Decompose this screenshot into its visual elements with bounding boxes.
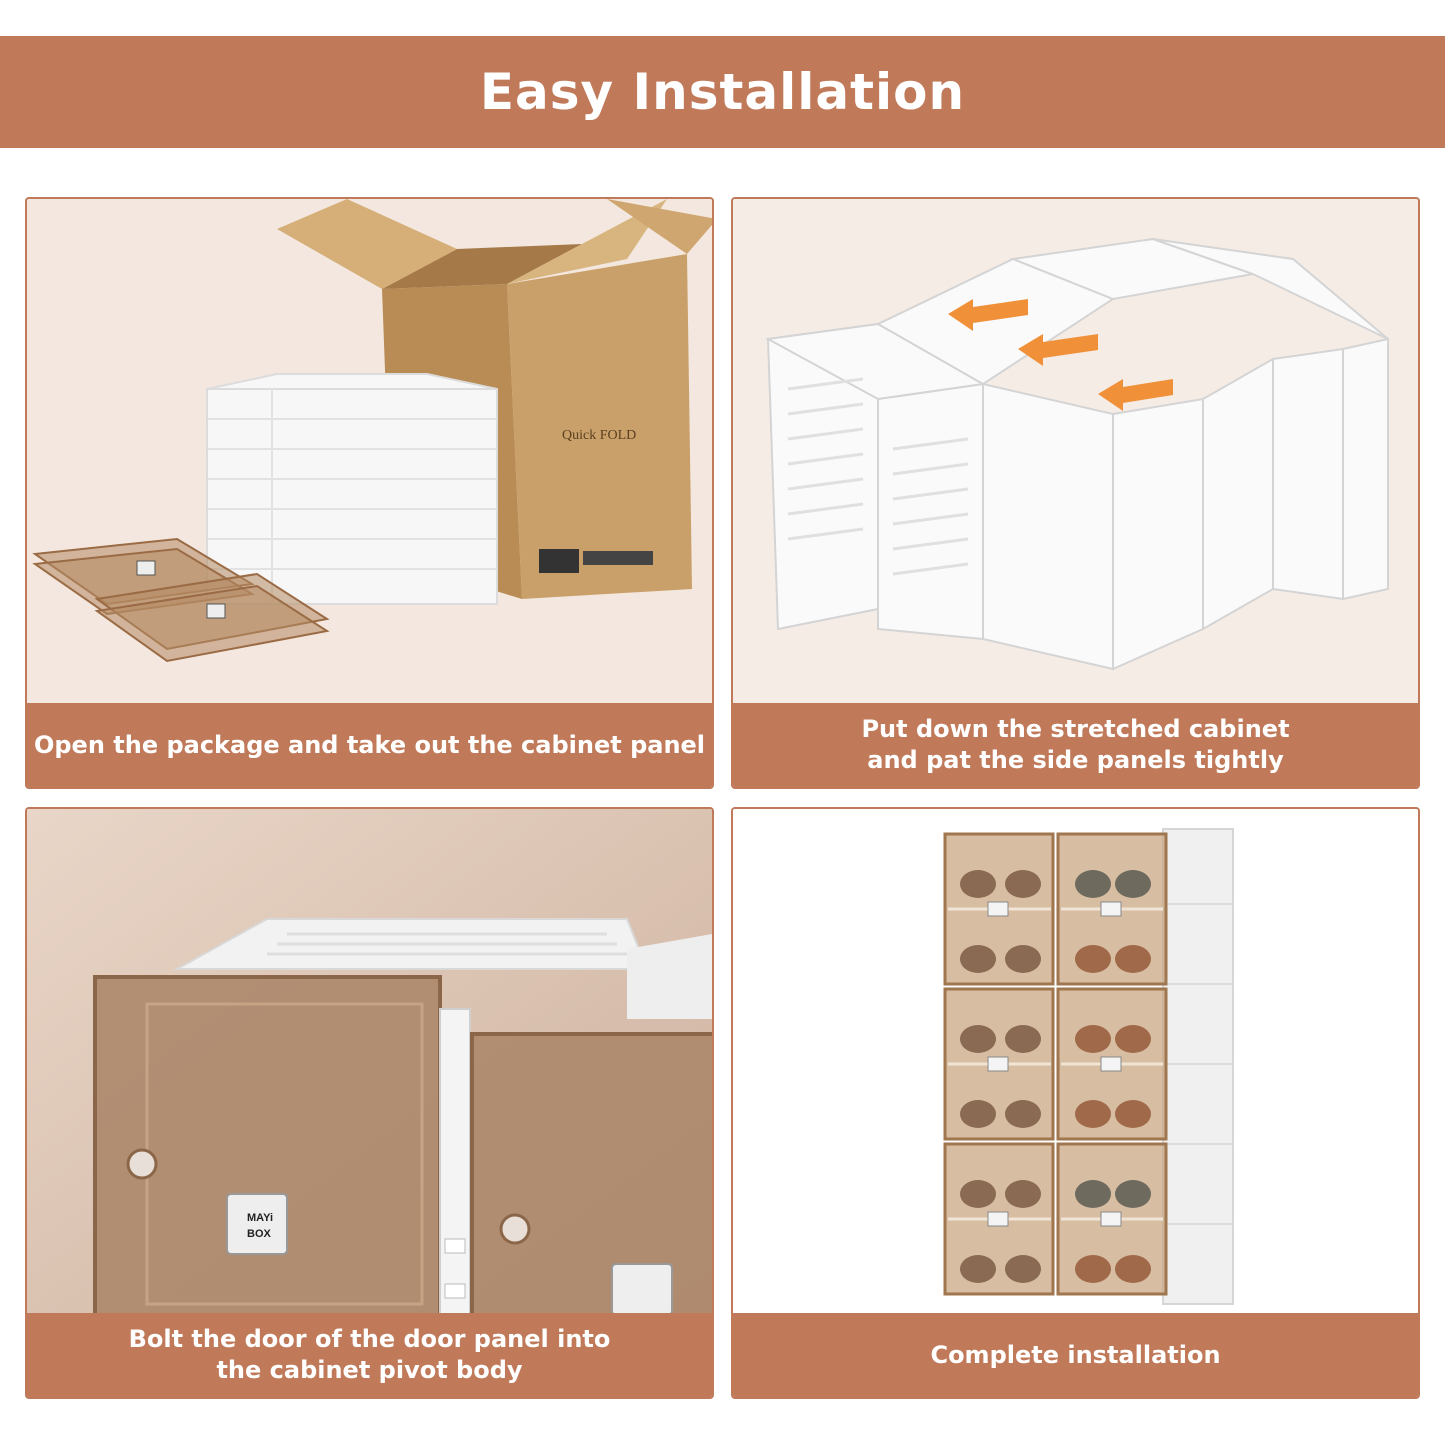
step-caption: Complete installation bbox=[733, 1313, 1418, 1397]
finished-cabinet-image bbox=[733, 809, 1418, 1315]
arrow-icon bbox=[948, 299, 1173, 411]
step-caption: Bolt the door of the door panel into the… bbox=[27, 1313, 712, 1397]
caption-line: Open the package and take out the cabine… bbox=[33, 730, 706, 759]
step-caption: Put down the stretched cabinet and pat t… bbox=[733, 703, 1418, 787]
step-card-stretched-cabinet: Put down the stretched cabinet and pat t… bbox=[731, 197, 1420, 789]
package-image: Quick FOLD bbox=[27, 199, 712, 705]
mayibox-logo bbox=[226, 1193, 288, 1255]
step-card-complete: Complete installation bbox=[731, 807, 1420, 1399]
caption-line: the cabinet pivot body bbox=[216, 1356, 523, 1384]
caption-line: and pat the side panels tightly bbox=[867, 746, 1284, 774]
page-title: Easy Installation bbox=[479, 63, 966, 121]
box-brand-text: Quick FOLD bbox=[562, 428, 636, 443]
step-caption: Open the package and take out the cabine… bbox=[27, 703, 712, 787]
caption-line: Put down the stretched cabinet bbox=[861, 715, 1290, 743]
step-card-bolt-door: MAYi BOX Bolt the door of the door panel… bbox=[25, 807, 714, 1399]
step-card-open-package: Quick FOLD bbox=[25, 197, 714, 789]
caption-line: Complete installation bbox=[930, 1340, 1221, 1369]
caption-line: Bolt the door of the door panel into bbox=[128, 1325, 611, 1353]
door-closeup-image: MAYi BOX bbox=[27, 809, 712, 1315]
header-banner: Easy Installation bbox=[0, 36, 1445, 148]
logo-line2: BOX bbox=[247, 1228, 272, 1240]
stretched-cabinet-image bbox=[733, 199, 1418, 705]
logo-line1: MAYi bbox=[247, 1212, 273, 1224]
mayibox-logo bbox=[611, 1263, 673, 1315]
